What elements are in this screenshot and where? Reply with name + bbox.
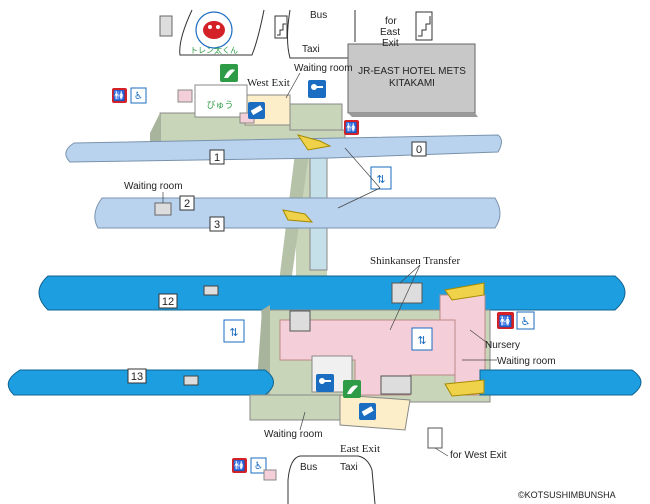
platform-2-label: 2 [179, 195, 195, 211]
svg-text:13: 13 [131, 371, 143, 383]
toilet-icon: 🚻 [497, 312, 514, 329]
elevator-icon: ⇅ [411, 327, 433, 351]
for-east-exit-label-1: for [385, 16, 397, 27]
svg-text:2: 2 [184, 198, 190, 210]
svg-text:1: 1 [214, 152, 220, 164]
taxi-label-top: Taxi [302, 44, 320, 55]
svg-text:🚻: 🚻 [233, 459, 245, 472]
svg-text:⇅: ⇅ [417, 334, 426, 347]
ticket-machine-icon [248, 102, 265, 119]
for-east-exit-label-2: East [380, 27, 400, 38]
bus-label-bottom: Bus [300, 462, 317, 473]
hotel-building: JR-EAST HOTEL METS KITAKAMI [347, 43, 478, 117]
svg-text:12: 12 [162, 296, 174, 308]
waiting-room-left-label: Waiting room [124, 181, 183, 192]
west-exit-label: West Exit [247, 77, 290, 89]
platform-12-label: 12 [158, 293, 178, 309]
svg-text:🚻: 🚻 [345, 121, 357, 134]
copyright-label: ©KOTSUSHIMBUNSHA [518, 490, 616, 500]
accessible-toilet-icon: ♿ [130, 87, 147, 104]
svg-text:♿: ♿ [521, 315, 531, 328]
viewplaza-logo: びゅう [206, 100, 233, 111]
svg-text:0: 0 [416, 144, 422, 156]
elevator-icon: ⇅ [223, 319, 245, 343]
svg-text:♿: ♿ [254, 461, 263, 472]
bench-icon [159, 15, 173, 37]
toilet-icon: 🚻 [232, 458, 247, 473]
west-exit-building: びゅう [177, 84, 255, 124]
coin-locker-icon [316, 374, 334, 392]
road-lines [179, 9, 376, 504]
hotel-label-line1: JR-EAST HOTEL METS [358, 66, 466, 77]
svg-text:♿: ♿ [134, 91, 143, 102]
east-exit-label: East Exit [340, 443, 380, 455]
stairs-icon [274, 15, 288, 39]
stairs-icon [289, 282, 443, 449]
taxi-label-bottom: Taxi [340, 462, 358, 473]
coin-locker-icon [308, 80, 326, 98]
accessible-toilet-icon: ♿ [516, 311, 535, 330]
platform-12 [38, 275, 626, 311]
mascot-logo: トレン太くん [190, 11, 238, 55]
green-window-icon [343, 380, 361, 398]
toilet-icon: 🚻 [112, 88, 127, 103]
leader-lines [162, 72, 497, 457]
svg-text:3: 3 [214, 219, 220, 231]
shinkansen-transfer-label: Shinkansen Transfer [370, 255, 460, 267]
platform-1-0 [65, 134, 502, 163]
escalator-icon [282, 134, 485, 397]
svg-text:⇅: ⇅ [376, 173, 385, 186]
for-east-exit-label-3: Exit [382, 38, 399, 49]
toilet-room [263, 469, 277, 481]
east-exit-area [249, 394, 411, 431]
platform-0-label: 0 [411, 141, 427, 157]
platform-3-label: 3 [209, 216, 225, 232]
waiting-room-top-label: Waiting room [294, 63, 353, 74]
stairs-icon [415, 11, 433, 41]
mascot-label: トレン太くん [190, 45, 238, 55]
platform-1-label: 1 [209, 149, 225, 165]
waiting-room-left-bench [154, 202, 172, 216]
for-west-exit-label: for West Exit [450, 450, 507, 461]
hotel-label-line2: KITAKAMI [389, 78, 435, 89]
ticket-machine-icon [359, 403, 376, 420]
bus-label-top: Bus [310, 10, 327, 21]
nursery-label: Nursery [485, 340, 520, 351]
platform-13-label: 13 [127, 368, 147, 384]
green-window-icon [220, 64, 238, 82]
waiting-room-bottom-label: Waiting room [264, 429, 323, 440]
accessible-toilet-icon: ♿ [250, 457, 267, 474]
svg-text:🚻: 🚻 [499, 315, 513, 328]
toilet-icon: 🚻 [344, 120, 359, 135]
svg-text:🚻: 🚻 [113, 89, 125, 102]
svg-text:⇅: ⇅ [229, 326, 238, 339]
waiting-room-right-label: Waiting room [497, 356, 556, 367]
elevator-icon: ⇅ [370, 166, 392, 190]
